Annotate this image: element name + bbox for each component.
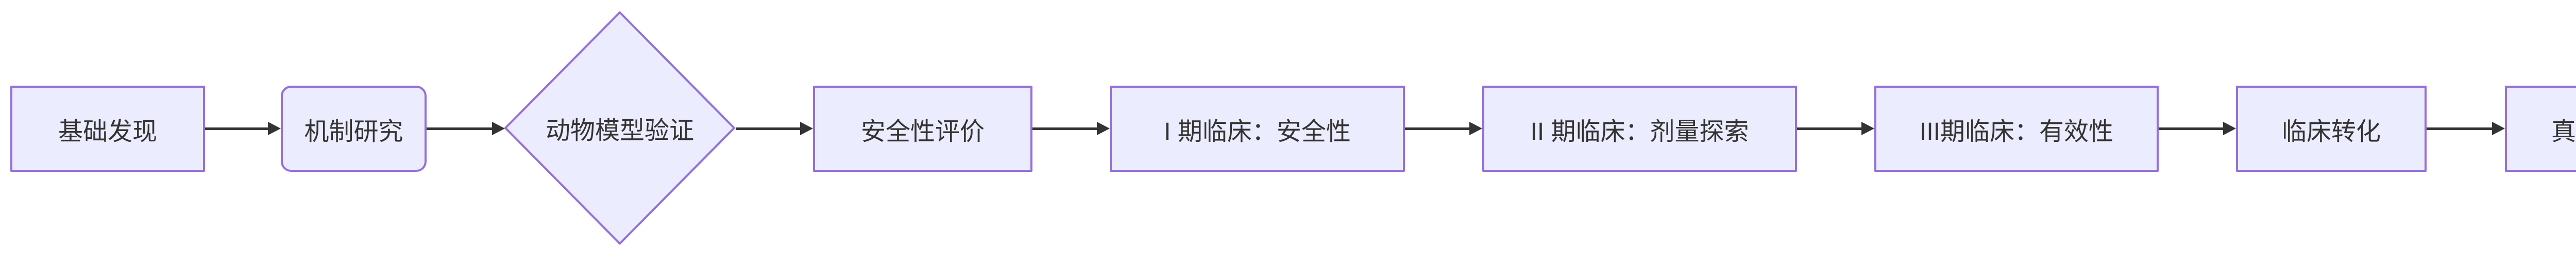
flow-arrow-2 [427, 122, 505, 135]
arrow-line [736, 127, 800, 130]
node-label: II 期临床：剂量探索 [1530, 118, 1749, 146]
flow-arrow-5 [1405, 122, 1482, 135]
node-label: 临床转化 [2281, 118, 2381, 146]
arrowhead-icon [1469, 122, 1482, 135]
flow-arrow-7 [2159, 122, 2236, 135]
flow-arrow-3 [736, 122, 813, 135]
flow-arrow-8 [2427, 122, 2505, 135]
node-label: I 期临床：安全性 [1164, 118, 1351, 146]
arrow-line [1032, 127, 1097, 130]
arrow-line [2427, 127, 2492, 130]
node-label: III期临床：有效性 [1919, 118, 2113, 146]
node-label: 安全性评价 [860, 118, 985, 146]
arrow-line [427, 127, 492, 130]
arrowhead-icon [1097, 122, 1110, 135]
flow-node-phase3-clinical: III期临床：有效性 [1874, 86, 2159, 172]
flow-node-mechanism-research: 机制研究 [281, 86, 427, 172]
arrowhead-icon [268, 122, 281, 135]
arrowhead-icon [2223, 122, 2236, 135]
flow-arrow-1 [205, 122, 281, 135]
flow-node-phase2-clinical: II 期临床：剂量探索 [1482, 86, 1797, 172]
arrowhead-icon [492, 122, 505, 135]
arrowhead-icon [1861, 122, 1874, 135]
node-label: 真实世界研究 [2551, 118, 2576, 146]
arrow-line [1797, 127, 1861, 130]
node-label: 机制研究 [304, 118, 403, 146]
arrow-line [1405, 127, 1469, 130]
flow-node-basic-discovery: 基础发现 [10, 86, 205, 172]
arrowhead-icon [800, 122, 813, 135]
flow-node-clinical-translation: 临床转化 [2236, 86, 2427, 172]
node-label: 基础发现 [58, 118, 157, 146]
flow-node-phase1-clinical: I 期临床：安全性 [1110, 86, 1405, 172]
node-label: 动物模型验证 [545, 117, 694, 144]
flow-arrow-6 [1797, 122, 1874, 135]
flow-node-safety-evaluation: 安全性评价 [813, 86, 1032, 172]
flow-arrow-4 [1032, 122, 1110, 135]
diamond-shape [504, 11, 735, 245]
arrow-line [2159, 127, 2223, 130]
flow-node-real-world-study: 真实世界研究 [2505, 86, 2576, 172]
flow-node-animal-model-validation: 动物模型验证 [504, 11, 736, 245]
arrowhead-icon [2492, 122, 2505, 135]
arrow-line [205, 127, 268, 130]
